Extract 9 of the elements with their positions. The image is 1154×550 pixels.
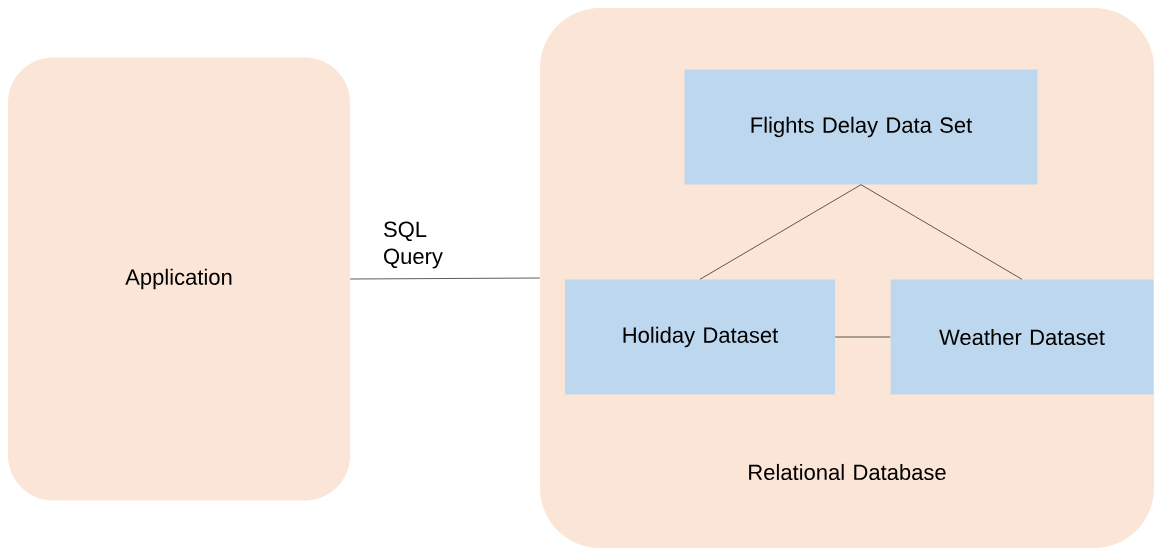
connector-line	[834, 336, 891, 338]
connector-line	[860, 184, 1023, 280]
dataset-box: Weather Dataset	[890, 279, 1154, 395]
connector-line	[349, 277, 541, 280]
edge-label: SQL Query	[384, 221, 443, 269]
application-box: Application	[8, 57, 350, 501]
dataset-box: Flights Delay Data Set	[684, 69, 1038, 185]
connector-line	[699, 184, 862, 280]
dataset-box: Holiday Dataset	[565, 279, 835, 395]
